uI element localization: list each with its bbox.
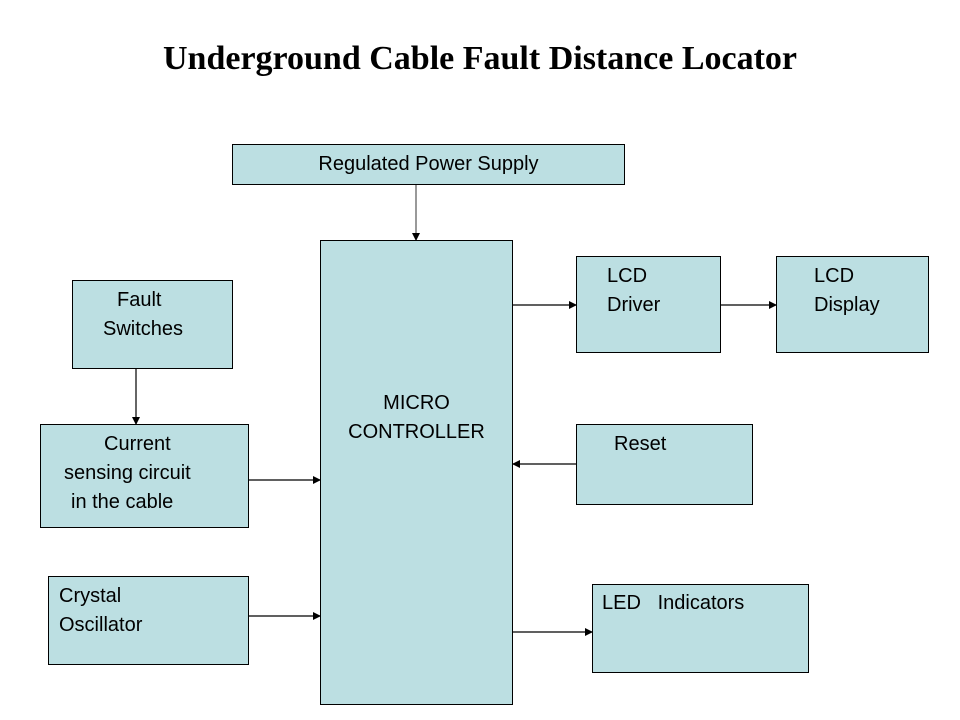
block-label: Display (814, 294, 880, 316)
block-fault-switches: Fault Switches (72, 280, 233, 369)
block-lcd-display: LCD Display (776, 256, 929, 353)
block-led-indicators: LED Indicators (592, 584, 809, 673)
block-label: Oscillator (59, 614, 143, 636)
block-label: in the cable (71, 491, 174, 513)
block-label: MICRO (383, 392, 450, 414)
block-label: LCD (607, 265, 648, 287)
diagram-title: Underground Cable Fault Distance Locator (162, 40, 798, 77)
block-crystal-oscillator: Crystal Oscillator (48, 576, 249, 665)
block-label: Current (104, 433, 171, 455)
block-label: Fault (117, 289, 162, 311)
block-label: Crystal (59, 585, 122, 607)
block-label: sensing circuit (64, 462, 191, 484)
block-label: Driver (607, 294, 661, 316)
block-label: Switches (103, 318, 184, 340)
block-reset: Reset (576, 424, 753, 505)
block-microcontroller: MICRO CONTROLLER (320, 240, 513, 705)
block-label: CONTROLLER (348, 421, 485, 443)
block-label: LED Indicators (602, 592, 745, 614)
block-label: Regulated Power Supply (318, 153, 539, 175)
block-current-sensing-circuit: Current sensing circuit in the cable (40, 424, 249, 528)
block-label: Reset (614, 433, 667, 455)
block-lcd-driver: LCD Driver (576, 256, 721, 353)
block-label: LCD (814, 265, 855, 287)
block-regulated-power-supply: Regulated Power Supply (232, 144, 625, 185)
